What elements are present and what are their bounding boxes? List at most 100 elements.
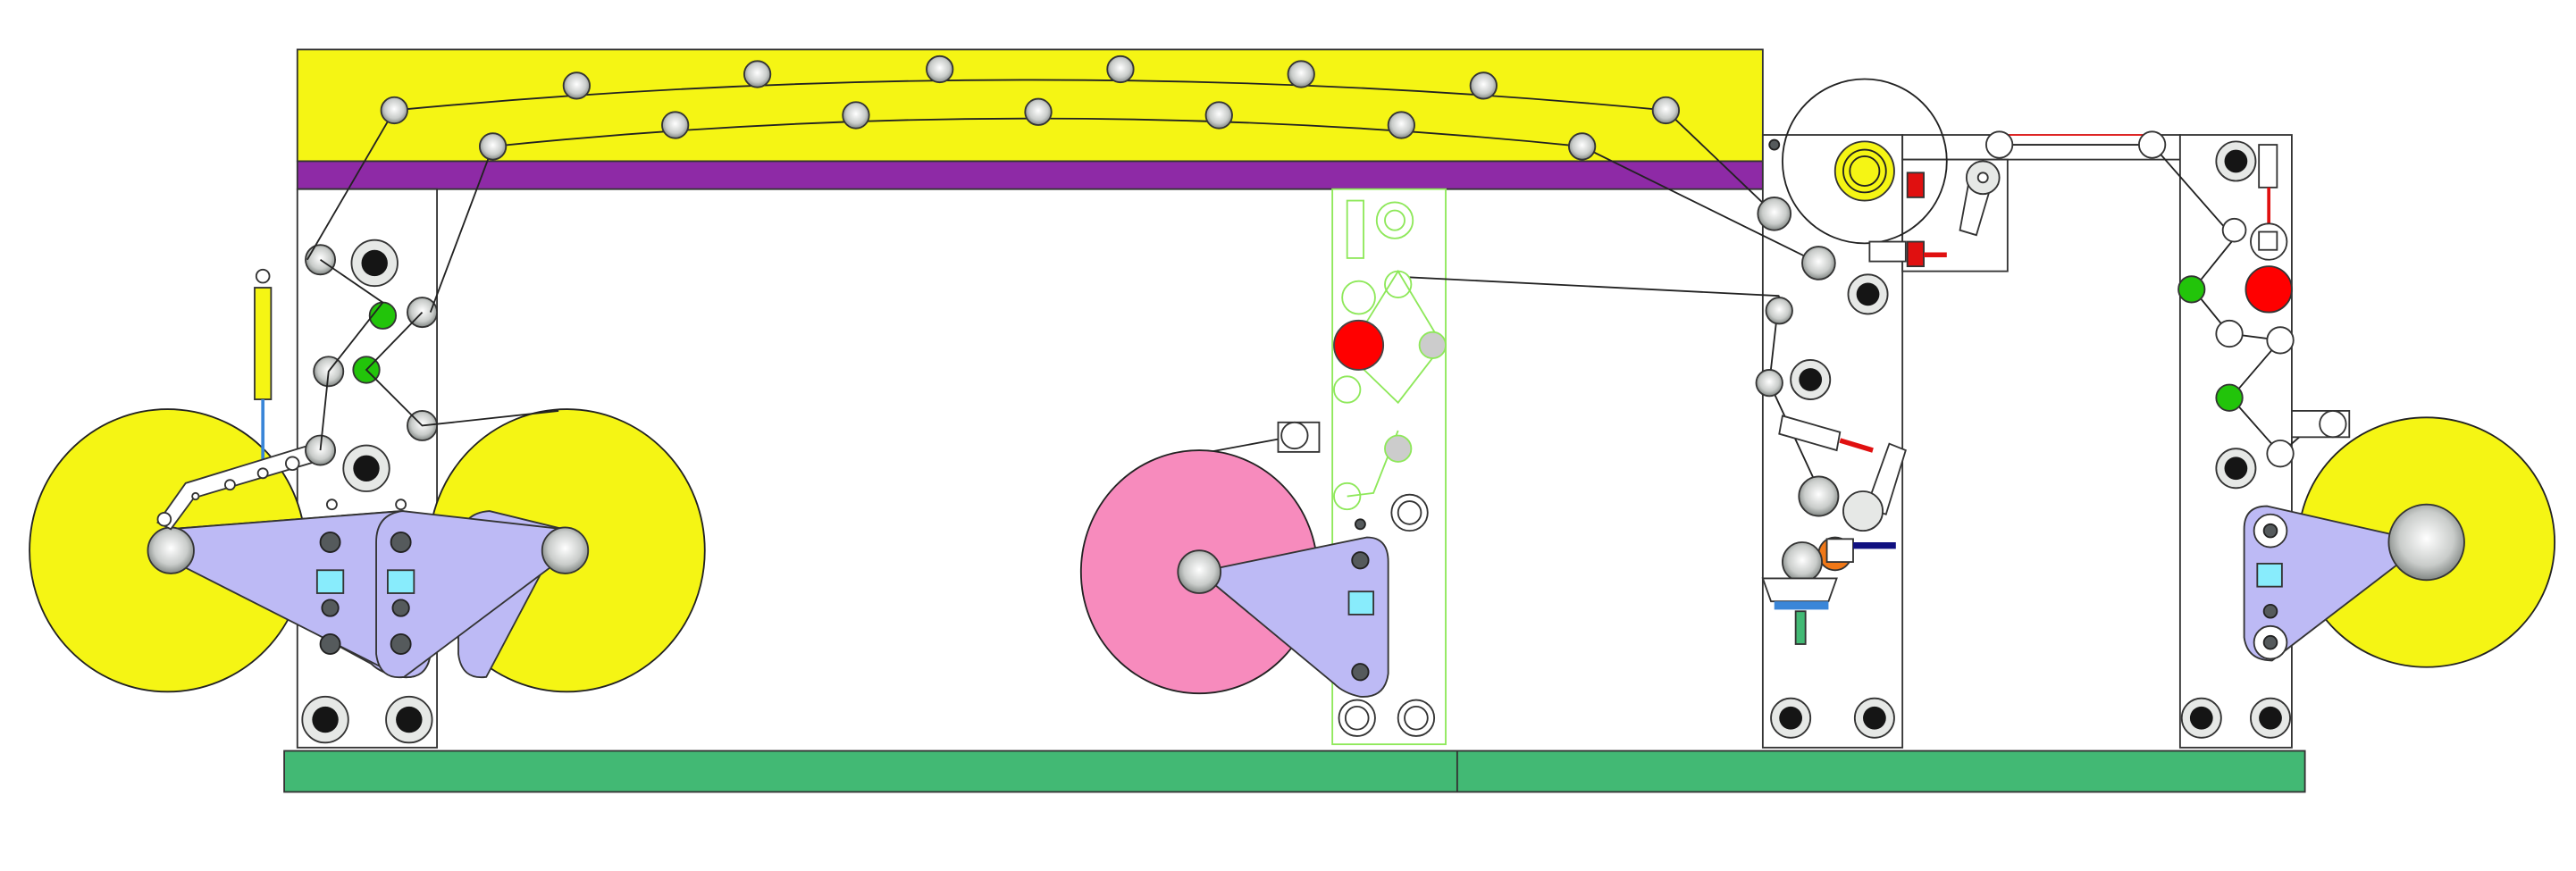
roller-icon	[1849, 155, 1881, 187]
machine-part	[254, 287, 273, 400]
roller-icon	[1384, 209, 1405, 231]
laminator-parts	[1755, 78, 2001, 739]
roller-icon	[1856, 282, 1880, 306]
roller-icon	[255, 268, 271, 284]
roller-icon	[1651, 96, 1681, 125]
machine-part	[296, 160, 1764, 190]
roller-icon	[2215, 319, 2244, 348]
roller-icon	[2224, 149, 2248, 173]
roller-icon	[661, 111, 690, 139]
roller-icon	[1782, 541, 1823, 583]
coater-bracket	[1277, 421, 1321, 453]
reel-shaft-icon	[541, 526, 590, 574]
roller-icon	[2259, 706, 2282, 730]
coater-idle-roll	[1418, 331, 1447, 360]
roller-icon	[321, 599, 340, 617]
roller-icon	[361, 249, 388, 277]
roller-icon	[2262, 523, 2278, 539]
left-arm-details	[315, 498, 415, 655]
roller-icon	[256, 467, 269, 480]
roller-icon	[319, 532, 341, 553]
dryer-rollers	[380, 54, 1681, 161]
roller-icon	[156, 511, 172, 527]
machine-part	[2256, 562, 2283, 588]
reel-shaft-icon	[2387, 503, 2465, 582]
machine-part	[2258, 144, 2278, 188]
machine-part	[387, 569, 415, 594]
machine-part	[1906, 240, 1925, 268]
roller-icon	[2245, 265, 2293, 314]
roller-icon	[319, 633, 341, 655]
roller-icon	[2221, 217, 2247, 243]
roller-icon	[1842, 148, 1887, 194]
roller-icon	[2224, 456, 2248, 481]
roller-icon	[1779, 706, 1802, 730]
roller-icon	[842, 101, 870, 130]
machine-part	[1868, 240, 1907, 263]
reel-shaft-icon	[147, 526, 195, 574]
roller-icon	[1863, 706, 1886, 730]
roller-icon	[1798, 475, 1840, 517]
roller-icon	[395, 498, 407, 511]
roller-icon	[1106, 54, 1135, 84]
roller-icon	[380, 96, 408, 125]
coater-idle-roll	[1384, 434, 1413, 463]
roller-icon	[390, 633, 412, 655]
roller-icon	[1976, 172, 1989, 184]
roller-icon	[2262, 634, 2278, 650]
roller-icon	[1567, 132, 1597, 161]
roller-icon	[325, 498, 338, 511]
roller-icon	[1404, 705, 1429, 731]
roller-icon	[223, 479, 236, 491]
roller-icon	[285, 456, 300, 472]
machine-part	[1852, 542, 1896, 549]
roller-icon	[2266, 326, 2295, 355]
machine-part	[1347, 590, 1375, 616]
coating-roll	[1333, 319, 1385, 371]
machine-part	[1794, 610, 1807, 645]
machine-base	[283, 750, 2306, 793]
roller-icon	[1204, 101, 1233, 130]
roller-icon	[2215, 383, 2244, 412]
rewind-parts	[2177, 140, 2351, 739]
roller-icon	[1765, 297, 1793, 325]
roller-icon	[391, 599, 410, 617]
machine-part	[1761, 577, 1838, 603]
dancer-cylinder	[156, 268, 333, 531]
roller-icon	[1287, 60, 1315, 88]
machine-part	[306, 79, 1775, 261]
coater-parts	[1333, 199, 1444, 511]
machine-part	[1825, 538, 1854, 563]
machine-part	[319, 259, 384, 451]
roller-icon	[478, 132, 508, 161]
coater-arm-details	[1347, 551, 1375, 682]
roller-icon	[562, 71, 591, 100]
roller-icon	[1782, 78, 1948, 245]
machine-part	[1778, 415, 1842, 452]
roller-icon	[1397, 500, 1422, 525]
roller-icon	[1354, 518, 1366, 531]
roller-icon	[1985, 130, 2014, 159]
roller-icon	[396, 706, 423, 733]
rewind-arm	[2243, 505, 2429, 662]
roller-icon	[2262, 603, 2278, 619]
roller-icon	[1280, 421, 1309, 450]
roller-icon	[1799, 368, 1823, 391]
roller-icon	[2266, 440, 2295, 468]
roller-icon	[1333, 375, 1362, 404]
machine-part	[283, 750, 2306, 793]
coater-arm	[1197, 536, 1389, 698]
machine-part	[365, 311, 559, 427]
roller-icon	[1842, 490, 1884, 532]
roller-icon	[2319, 410, 2347, 439]
roller-icon	[2177, 275, 2206, 304]
machine-part	[1774, 601, 1829, 610]
roller-icon	[1757, 196, 1792, 231]
roller-icon	[1768, 138, 1781, 151]
machine-part	[1906, 172, 1925, 198]
coater-lower-rolls	[1338, 493, 1436, 737]
roller-icon	[191, 491, 200, 501]
roller-icon	[1387, 111, 1415, 139]
roller-icon	[353, 455, 380, 482]
machine-part	[315, 569, 345, 594]
